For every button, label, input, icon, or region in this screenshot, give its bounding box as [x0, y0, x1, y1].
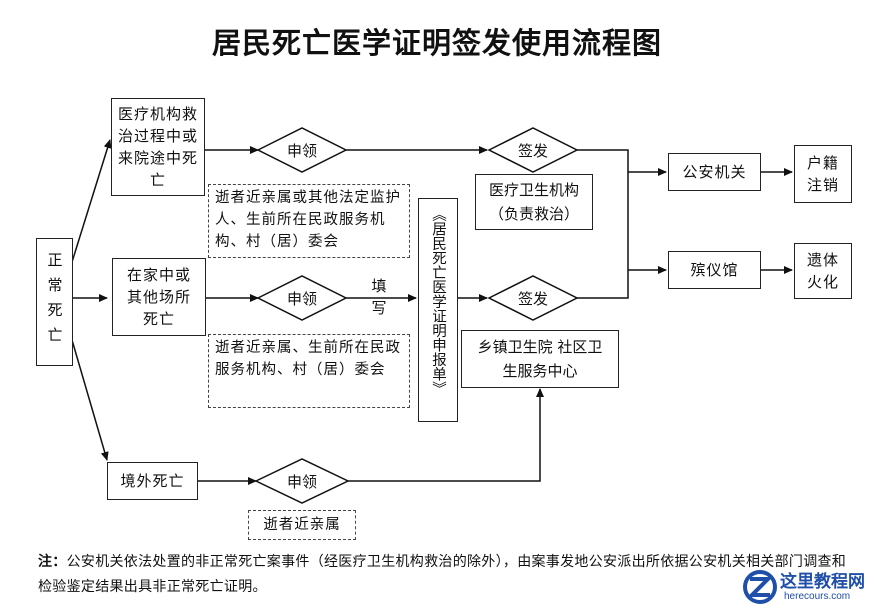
arrow-start-to-hospital	[71, 139, 112, 263]
page-title: 居民死亡医学证明签发使用流程图	[211, 26, 662, 60]
footnote-text: 公安机关依法处置的非正常死亡案事件（经医疗卫生机构救治的除外），由案事发地公安派…	[38, 554, 847, 595]
case-home-box: 在家中或其他场所死亡	[112, 258, 206, 336]
apply-label-home: 申领	[286, 290, 317, 308]
applicant-abroad-box: 逝者近亲属	[248, 510, 356, 540]
diamond-sign-home	[487, 275, 579, 321]
applicant-hospital-text: 逝者近亲属或其他法定监护人、生前所在民政服务机构、村（居）委会	[215, 190, 401, 250]
outcome-household-box: 户籍注销	[794, 145, 852, 203]
watermark-logo-icon	[743, 570, 777, 604]
footnote-label: 注：	[38, 554, 67, 570]
case-hospital-box: 医疗机构救治过程中或来院途中死亡	[111, 98, 205, 196]
start-label: 正常死亡	[45, 252, 64, 352]
case-abroad-label: 境外死亡	[120, 472, 185, 490]
watermark-url: herecours.com	[784, 591, 851, 602]
diamond-sign-hospital	[487, 127, 579, 173]
destination-funeral-box: 殡仪馆	[668, 251, 761, 289]
outcome-cremation-label: 遗体火化	[806, 251, 839, 291]
diamond-apply-hospital	[256, 127, 348, 173]
site-watermark: 这里教程网 herecours.com	[740, 565, 868, 609]
destination-funeral-label: 殡仪馆	[690, 261, 739, 279]
form-box: 《居民死亡医学证明申报单》	[418, 198, 458, 422]
applicant-home-text: 逝者近亲属、生前所在民政服务机构、村（居）委会	[215, 340, 401, 378]
case-abroad-box: 境外死亡	[107, 462, 198, 500]
issuer-township-box: 乡镇卫生院 社区卫生服务中心	[461, 330, 619, 388]
outcome-household-label: 户籍注销	[806, 154, 839, 194]
line-sign-hospital-merge	[577, 149, 629, 299]
outcome-cremation-box: 遗体火化	[794, 243, 852, 299]
footnote: 注：公安机关依法处置的非正常死亡案事件（经医疗卫生机构救治的除外），由案事发地公…	[38, 550, 858, 600]
apply-label-abroad: 申领	[286, 473, 317, 491]
arrow-apply-to-township	[348, 388, 544, 482]
applicant-home-box: 逝者近亲属、生前所在民政服务机构、村（居）委会	[208, 334, 410, 408]
arrow-start-to-abroad	[71, 339, 109, 461]
case-hospital-label: 医疗机构救治过程中或来院途中死亡	[118, 105, 199, 189]
issuer-township-label: 乡镇卫生院 社区卫生服务中心	[477, 338, 603, 380]
applicant-hospital-box: 逝者近亲属或其他法定监护人、生前所在民政服务机构、村（居）委会	[208, 184, 410, 258]
issuer-medical-box: 医疗卫生机构（负责救治）	[475, 174, 593, 230]
watermark-name: 这里教程网	[780, 572, 865, 592]
issuer-medical-label: 医疗卫生机构（负责救治）	[488, 181, 579, 223]
diamond-apply-home	[256, 275, 348, 321]
apply-label-hospital: 申领	[286, 142, 317, 160]
case-home-label: 在家中或其他场所死亡	[126, 266, 191, 328]
destination-police-box: 公安机关	[668, 153, 761, 191]
diamond-apply-abroad	[254, 458, 350, 504]
destination-police-label: 公安机关	[682, 163, 747, 181]
fill-label: 填写	[371, 277, 387, 317]
applicant-abroad-text: 逝者近亲属	[263, 517, 341, 533]
sign-label-home: 签发	[517, 290, 548, 308]
sign-label-hospital: 签发	[517, 142, 548, 160]
start-box: 正常死亡	[36, 238, 73, 366]
form-label: 《居民死亡医学证明申报单》	[430, 207, 446, 396]
